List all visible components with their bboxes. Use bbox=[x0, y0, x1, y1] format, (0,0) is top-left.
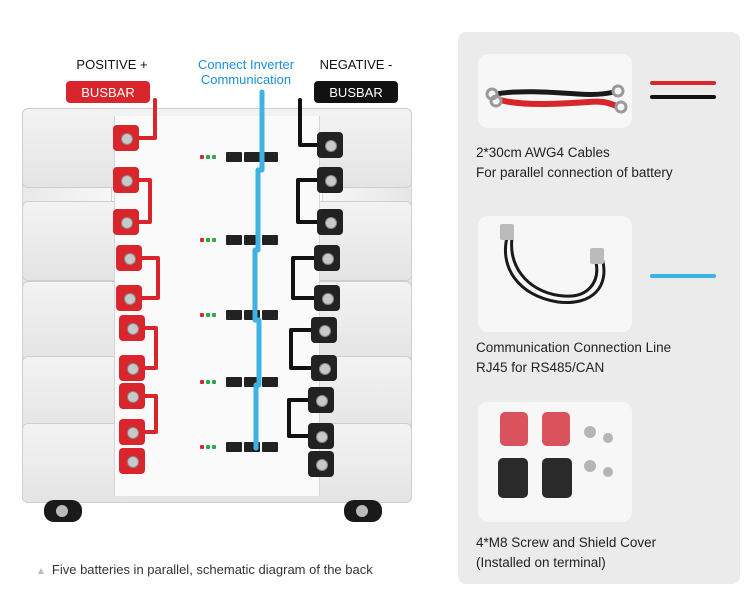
positive-terminal bbox=[113, 125, 139, 151]
negative-loop-2 bbox=[291, 256, 324, 300]
negative-terminal bbox=[314, 245, 340, 271]
item1-desc: For parallel connection of battery bbox=[476, 165, 673, 180]
negative-busbar-cable bbox=[298, 98, 324, 147]
positive-terminal bbox=[119, 383, 145, 409]
negative-terminal bbox=[314, 285, 340, 311]
accessories-panel: 2*30cm AWG4 Cables For parallel connecti… bbox=[458, 32, 740, 584]
item1-title: 2*30cm AWG4 Cables bbox=[476, 145, 610, 160]
caption-text: Five batteries in parallel, schematic di… bbox=[51, 562, 373, 577]
comm-label-line1: Connect Inverter bbox=[197, 57, 295, 72]
cable-diagram bbox=[126, 89, 327, 451]
negative-terminal bbox=[308, 387, 334, 413]
positive-cable-legend bbox=[650, 81, 716, 85]
positive-terminal bbox=[113, 209, 139, 235]
negative-loop-4 bbox=[287, 398, 320, 438]
comm-cable bbox=[252, 89, 265, 451]
wheel-left bbox=[44, 500, 82, 522]
item2-title: Communication Connection Line bbox=[476, 340, 672, 355]
positive-terminal bbox=[119, 419, 145, 445]
wheel-right bbox=[344, 500, 382, 522]
positive-terminal bbox=[119, 315, 145, 341]
negative-busbar-badge: BUSBAR bbox=[314, 81, 398, 103]
positive-label: POSITIVE + bbox=[76, 57, 148, 72]
item3-title: 4*M8 Screw and Shield Cover bbox=[476, 535, 657, 550]
negative-terminal bbox=[317, 167, 343, 193]
negative-terminal bbox=[311, 355, 337, 381]
awg4-cables-photo bbox=[478, 54, 632, 128]
item3-desc: (Installed on terminal) bbox=[476, 555, 606, 570]
negative-terminal bbox=[317, 209, 343, 235]
comm-line-legend bbox=[650, 274, 716, 278]
screw-cover-photo bbox=[478, 402, 632, 522]
rj45-cable-photo bbox=[478, 216, 632, 332]
battery-stack bbox=[22, 108, 412, 522]
negative-loop-3 bbox=[289, 328, 324, 370]
positive-loop-1 bbox=[126, 178, 152, 224]
comm-label-line2: Communication bbox=[200, 72, 292, 87]
caption: ▲ Five batteries in parallel, schematic d… bbox=[36, 562, 373, 577]
positive-terminal bbox=[113, 167, 139, 193]
negative-terminal bbox=[317, 132, 343, 158]
positive-terminal bbox=[116, 285, 142, 311]
negative-label: NEGATIVE - bbox=[319, 57, 393, 72]
positive-terminal bbox=[116, 245, 142, 271]
positive-terminal bbox=[119, 355, 145, 381]
negative-loop-1 bbox=[296, 178, 327, 224]
positive-busbar-badge: BUSBAR bbox=[66, 81, 150, 103]
negative-terminal bbox=[311, 317, 337, 343]
negative-terminal bbox=[308, 423, 334, 449]
positive-terminal bbox=[119, 448, 145, 474]
positive-loop-2 bbox=[128, 256, 160, 300]
item2-desc: RJ45 for RS485/CAN bbox=[476, 360, 605, 375]
negative-terminal bbox=[308, 451, 334, 477]
triangle-icon: ▲ bbox=[36, 566, 46, 577]
negative-cable-legend bbox=[650, 95, 716, 99]
